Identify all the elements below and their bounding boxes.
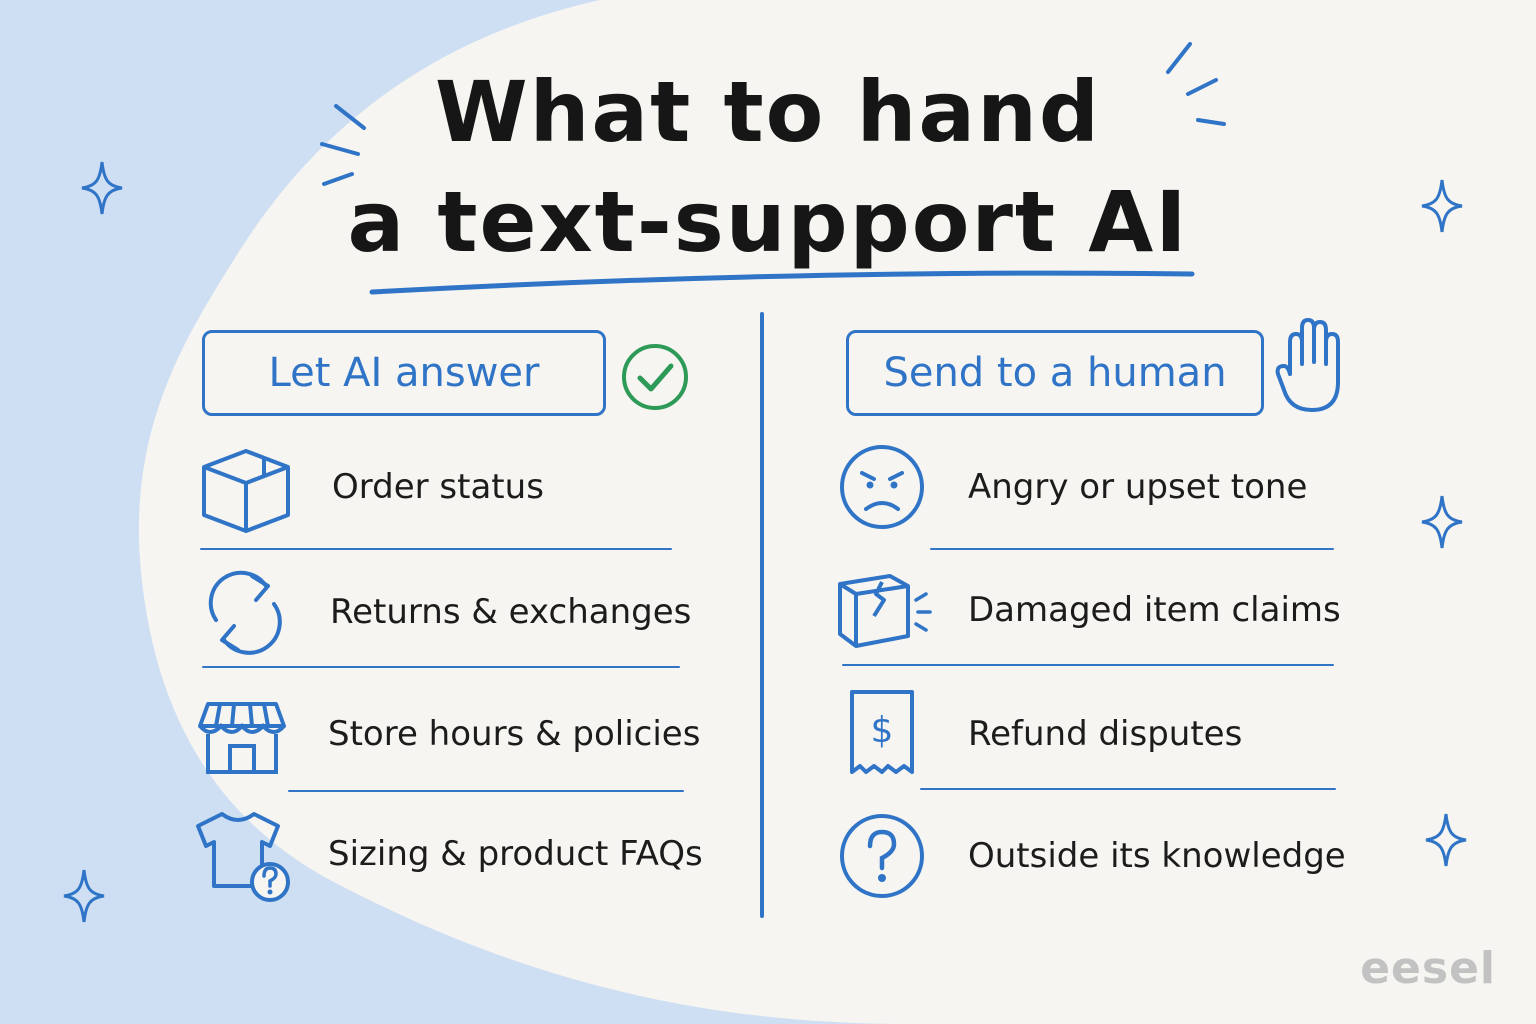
box-icon — [196, 437, 296, 537]
item-label: Sizing & product FAQs — [328, 834, 703, 874]
emphasis-strokes-left-icon — [320, 104, 366, 186]
row-divider — [842, 664, 1334, 666]
refresh-icon — [194, 562, 294, 662]
row-divider — [920, 788, 1336, 790]
sparkle-icon — [81, 161, 123, 215]
let-ai-answer-heading: Let AI answer — [202, 330, 606, 416]
column-divider — [760, 312, 764, 918]
sparkle-icon — [1421, 179, 1463, 233]
shirt-question-icon — [192, 804, 292, 904]
item-label: Store hours & policies — [328, 714, 701, 754]
list-item: Store hours & policies — [192, 684, 700, 784]
item-label: Angry or upset tone — [968, 467, 1308, 507]
list-item: Damaged item claims — [832, 560, 1341, 660]
raised-hand-icon — [1275, 318, 1340, 412]
list-item: Outside its knowledge — [832, 806, 1346, 906]
angry-face-icon — [832, 437, 932, 537]
list-item: Order status — [196, 437, 544, 537]
list-item: $ Refund disputes — [832, 684, 1242, 784]
list-item: Returns & exchanges — [194, 562, 691, 662]
list-item: Sizing & product FAQs — [192, 804, 703, 904]
row-divider — [930, 548, 1334, 550]
row-divider — [200, 548, 672, 550]
row-divider — [288, 790, 684, 792]
page-title-line-1: What to hand — [434, 63, 1102, 161]
question-icon — [832, 806, 932, 906]
sparkle-icon — [1425, 813, 1467, 867]
sparkle-icon — [1421, 495, 1463, 549]
row-divider — [202, 666, 680, 668]
item-label: Damaged item claims — [968, 590, 1341, 630]
sparkle-icon — [63, 869, 105, 923]
item-label: Outside its knowledge — [968, 836, 1346, 876]
emphasis-strokes-right-icon — [1166, 42, 1226, 126]
check-circle-icon — [622, 344, 688, 410]
damaged-box-icon — [832, 560, 932, 660]
item-label: Returns & exchanges — [330, 592, 692, 632]
list-item: Angry or upset tone — [832, 437, 1307, 537]
item-label: Refund disputes — [968, 714, 1243, 754]
store-icon — [192, 684, 292, 784]
item-label: Order status — [332, 467, 544, 507]
receipt-dollar-icon: $ — [832, 684, 932, 784]
title-underline — [369, 270, 1195, 295]
svg-text:$: $ — [871, 710, 894, 751]
send-to-human-heading: Send to a human — [846, 330, 1264, 416]
brand-logo: eesel — [1360, 943, 1496, 994]
page-title-line-2: a text-support AI — [347, 173, 1189, 271]
